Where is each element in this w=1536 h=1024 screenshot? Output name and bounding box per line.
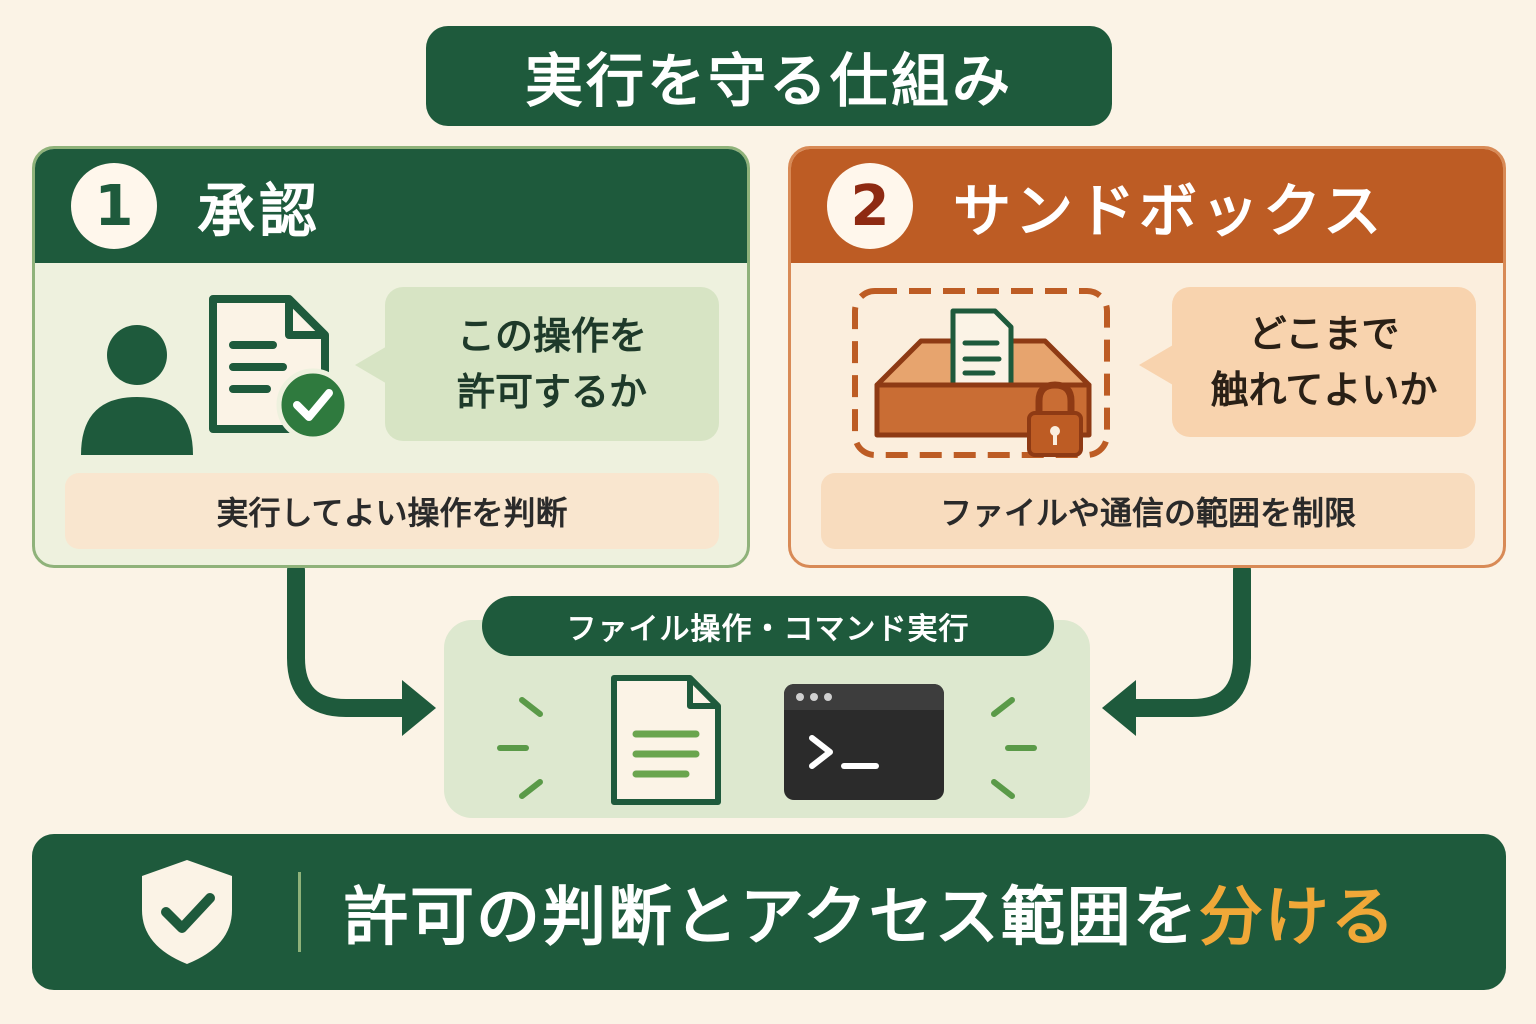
approval-question-line2: 許可するか xyxy=(456,370,647,414)
file-icon xyxy=(611,675,721,805)
execution-label: ファイル操作・コマンド実行 xyxy=(482,596,1054,656)
shield-check-icon xyxy=(142,860,232,964)
sandbox-card: 2 サンドボックス どこまで 触れてよいか ファイルや通信の範囲を制限 xyxy=(788,146,1506,568)
sparkle-lines-left xyxy=(497,697,543,799)
bubble-pointer xyxy=(355,345,389,385)
banner-divider xyxy=(298,872,301,952)
approval-question-line1: この操作を xyxy=(456,314,647,358)
arrow-right-connector xyxy=(1125,561,1251,717)
document-icon xyxy=(950,308,1014,390)
sandbox-title: サンドボックス xyxy=(953,177,1386,245)
approval-description: 実行してよい操作を判断 xyxy=(65,473,719,549)
document-check-icon xyxy=(209,295,350,442)
arrow-left-connector xyxy=(287,561,413,717)
sandbox-card-header: 2 サンドボックス xyxy=(791,149,1503,263)
bubble-pointer xyxy=(1139,345,1173,385)
approval-title: 承認 xyxy=(197,177,322,245)
sandbox-question-line1: どこまで xyxy=(1248,312,1400,356)
approval-number-badge: 1 xyxy=(71,163,157,249)
conclusion-banner: 許可の判断とアクセス範囲を分ける xyxy=(32,834,1506,990)
approval-card: 1 承認 この操作を 許可するか 実行してよい操作を判断 xyxy=(32,146,750,568)
conclusion-text: 許可の判断とアクセス範囲を分ける xyxy=(344,834,1397,990)
sparkle-lines-right xyxy=(991,697,1037,799)
execution-icons xyxy=(497,675,1037,805)
terminal-icon xyxy=(784,684,944,800)
person-icon xyxy=(81,325,193,455)
sandbox-question-line2: 触れてよいか xyxy=(1210,368,1438,412)
sandbox-question-bubble: どこまで 触れてよいか xyxy=(1172,287,1476,437)
page-title: 実行を守る仕組み xyxy=(426,26,1112,126)
sandbox-box-icon xyxy=(852,288,1110,458)
conclusion-text-accent: 分ける xyxy=(1198,881,1397,955)
arrow-left-head xyxy=(402,680,436,736)
conclusion-text-main: 許可の判断とアクセス範囲を xyxy=(344,881,1199,955)
arrow-right-head xyxy=(1102,680,1136,736)
approval-question-bubble: この操作を 許可するか xyxy=(385,287,719,441)
padlock-icon xyxy=(1027,381,1083,457)
sandbox-description: ファイルや通信の範囲を制限 xyxy=(821,473,1475,549)
approval-card-header: 1 承認 xyxy=(35,149,747,263)
sandbox-number-badge: 2 xyxy=(827,163,913,249)
